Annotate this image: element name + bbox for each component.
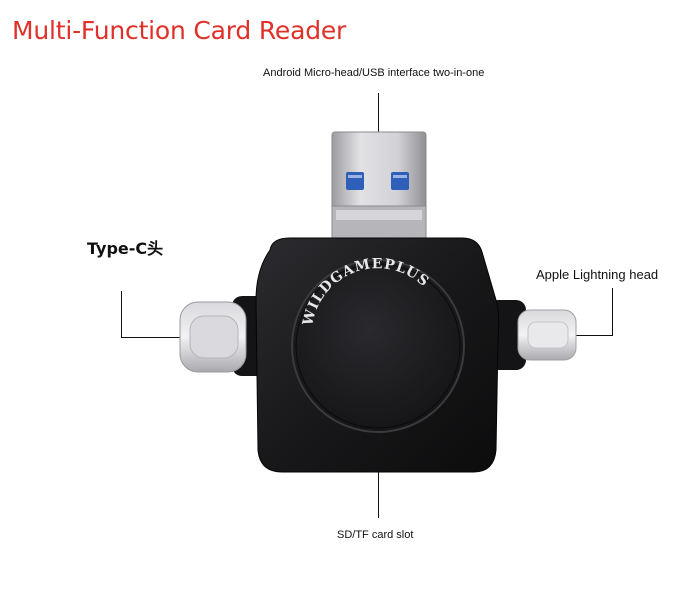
sd-tf-leader-line [378,470,379,518]
apple-leader-vertical [612,288,613,336]
android-usb-label: Android Micro-head/USB interface two-in-… [263,67,485,79]
lightning-connector [488,300,577,370]
android-usb-leader-line [378,93,379,141]
page-title: Multi-Function Card Reader [12,16,347,45]
type-c-leader-horizontal [121,337,181,338]
apple-lightning-label: Apple Lightning head [536,267,659,282]
apple-leader-horizontal [567,335,613,336]
sd-tf-slot-label: SD/TF card slot [337,529,414,541]
reader-body: WILDGAMEPLUS [255,237,500,473]
type-c-label: Type-C头 [87,239,164,258]
usb-a-connector [331,131,427,239]
type-c-leader-vertical [121,291,122,338]
